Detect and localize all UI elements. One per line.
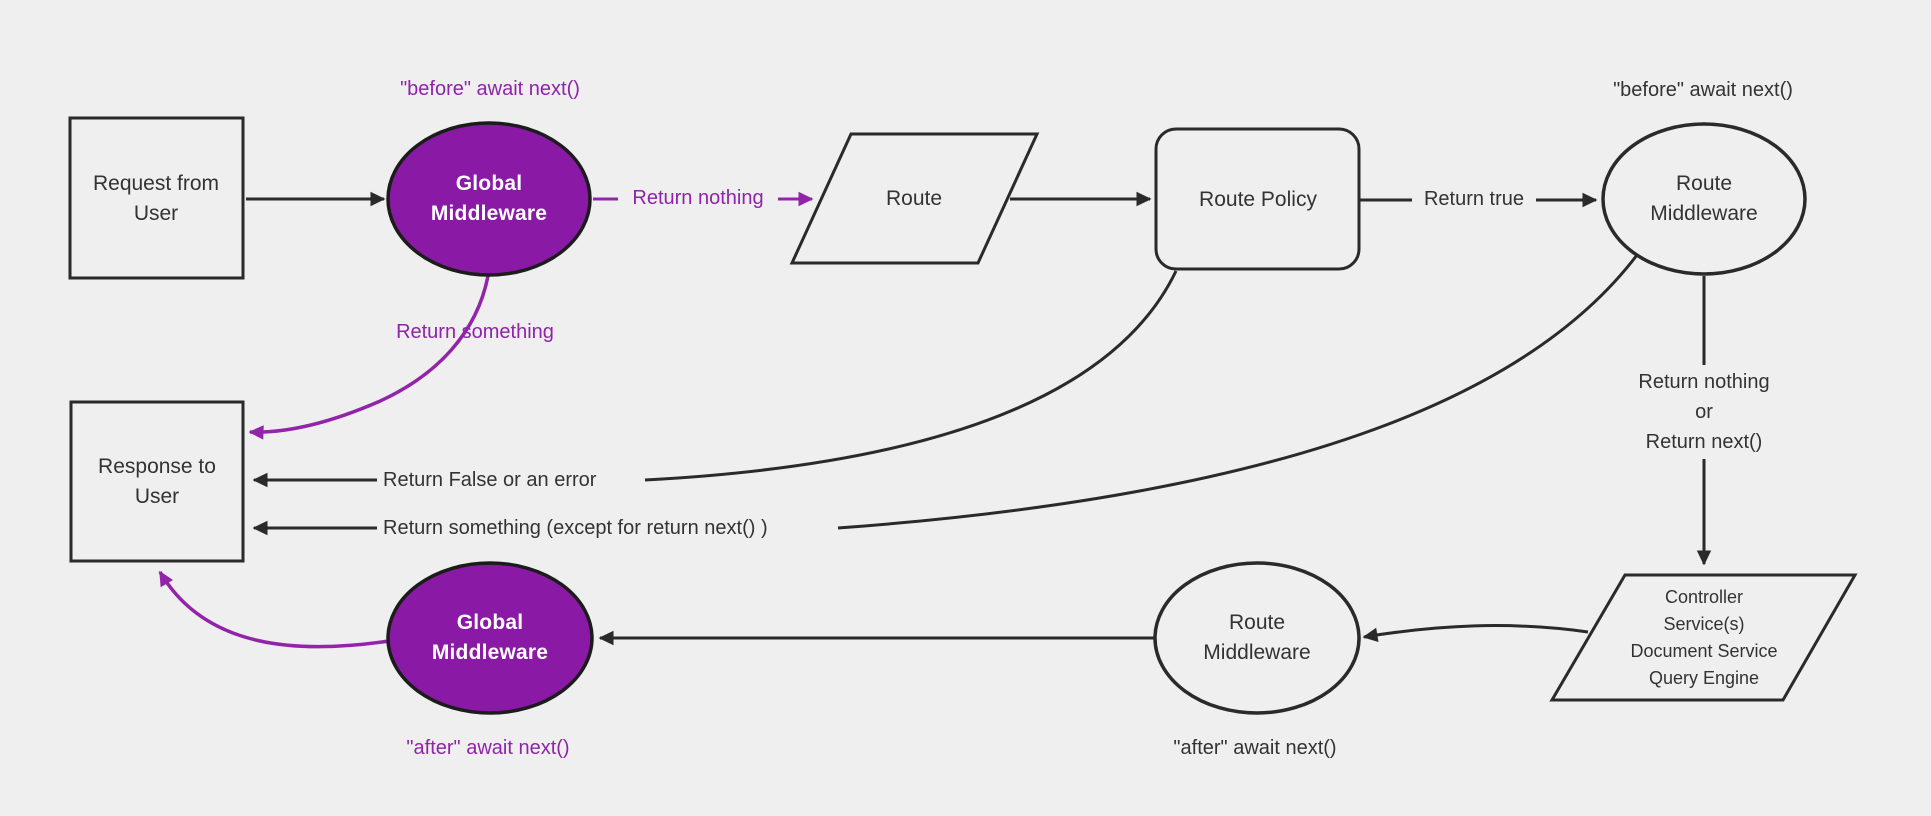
node-response-to-user-box	[69, 400, 245, 563]
node-route-middleware-top-line-2: Middleware	[1650, 202, 1758, 225]
edge-global-middleware-bottom-to-response	[158, 570, 390, 649]
node-request-line-1: Request from	[92, 172, 220, 195]
node-global-middleware-bottom-line-1: Global	[456, 611, 524, 634]
node-response-to-user-label: Response to User	[98, 452, 216, 512]
node-route-middleware-top-line-1: Route	[1675, 172, 1733, 195]
node-route-label: Route	[886, 184, 942, 214]
edge-label-return-false-or-error: Return False or an error	[383, 469, 597, 491]
edge-label-after-await-next-global: "after" await next()	[406, 737, 570, 759]
node-controller-label: Controller Service(s) Document Service Q…	[1630, 584, 1777, 692]
edge-controller-to-route-middleware-bottom	[1362, 624, 1589, 642]
node-global-middleware-bottom-label: Global Middleware	[432, 608, 548, 668]
node-controller-line-1: Controller	[1664, 587, 1744, 607]
node-response-line-1: Response to	[98, 455, 216, 478]
edge-label-return-true: Return true	[1423, 188, 1525, 210]
node-route-policy-label: Route Policy	[1199, 185, 1317, 215]
node-route-middleware-top-ellipse	[1601, 122, 1807, 276]
node-global-middleware-bottom-line-2: Middleware	[431, 641, 549, 664]
edge-route-middleware-return-something-curve	[837, 254, 1639, 530]
node-global-middleware-top-ellipse	[386, 121, 592, 277]
edge-label-before-await-next-global: "before" await next()	[400, 78, 580, 100]
edge-label-return-nothing-or-next-line-3: Return next()	[1645, 431, 1763, 453]
node-request-from-user-label: Request from User	[93, 169, 219, 229]
edge-label-return-nothing: Return nothing	[632, 187, 764, 209]
node-route-line-1: Route	[885, 187, 943, 210]
node-request-line-2: User	[133, 202, 179, 225]
node-controller-line-2: Service(s)	[1663, 614, 1745, 634]
edge-label-before-await-next-route: "before" await next()	[1613, 79, 1793, 101]
node-response-line-2: User	[134, 485, 180, 508]
node-route-policy-line-1: Route Policy	[1199, 188, 1317, 211]
edge-label-return-nothing-or-next-line-2: or	[1695, 401, 1713, 423]
edge-label-return-nothing-or-next-line-1: Return nothing	[1638, 371, 1770, 393]
node-controller-parallelogram	[1549, 573, 1858, 702]
edge-label-after-await-next-route: "after" await next()	[1173, 737, 1337, 759]
node-controller-line-3: Document Service	[1630, 641, 1778, 661]
node-route-middleware-bottom-line-1: Route	[1228, 611, 1286, 634]
edge-global-middleware-return-something-to-response	[248, 275, 490, 440]
node-global-middleware-top-line-2: Middleware	[430, 202, 548, 225]
node-global-middleware-top-label: Global Middleware	[431, 169, 547, 229]
edge-label-return-something-except: Return something (except for return next…	[383, 517, 768, 539]
node-controller-line-4: Query Engine	[1648, 668, 1760, 688]
edge-label-return-something: Return something	[396, 321, 554, 343]
edge-route-policy-return-false-curve	[644, 270, 1178, 482]
node-route-middleware-bottom-ellipse	[1153, 561, 1361, 715]
node-global-middleware-top-line-1: Global	[455, 172, 523, 195]
node-global-middleware-bottom-ellipse	[386, 561, 594, 715]
edge-label-return-nothing-or-next: Return nothing or Return next()	[1632, 365, 1776, 459]
node-route-parallelogram	[789, 132, 1040, 265]
node-route-middleware-bottom-line-2: Middleware	[1203, 641, 1311, 664]
node-request-from-user-box	[68, 116, 245, 280]
node-route-middleware-top-label: Route Middleware	[1650, 169, 1757, 229]
node-route-policy-box	[1154, 127, 1361, 271]
node-route-middleware-bottom-label: Route Middleware	[1203, 608, 1310, 668]
